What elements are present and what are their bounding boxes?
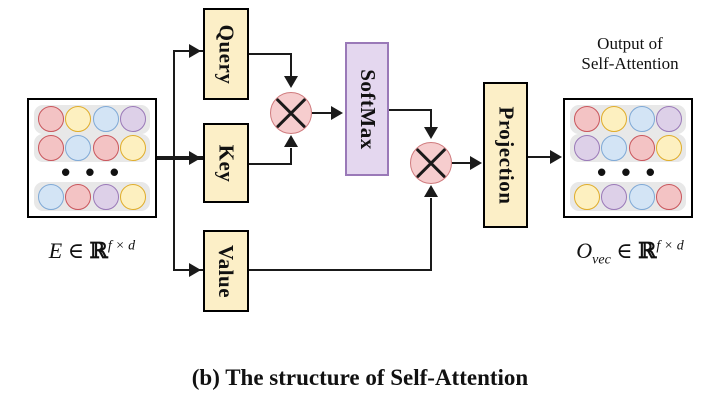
- matrix-cell: [656, 135, 683, 161]
- input-field-symbol: ℝ: [89, 238, 108, 264]
- arrow-key-into-multiply: [284, 135, 298, 147]
- output-membership-operator: ∈: [610, 238, 639, 263]
- matrix-cell: [120, 135, 147, 161]
- connector-multiply-to-softmax: [312, 112, 335, 114]
- matrix-cell: [601, 183, 628, 210]
- block-projection[interactable]: Projection: [483, 82, 528, 228]
- matrix-cell: [120, 106, 147, 133]
- input-exponent: f × d: [107, 238, 136, 254]
- matrix-cell: [65, 106, 92, 133]
- matrix-cell: [601, 106, 628, 133]
- matrix-cell: [37, 135, 64, 161]
- matrix-cell: [601, 135, 628, 161]
- matrix-ellipsis: • • •: [597, 157, 659, 188]
- matrix-row: [570, 105, 686, 134]
- connector-value-up: [430, 198, 432, 270]
- output-heading-line2: Self-Attention: [581, 53, 679, 73]
- matrix-cell: [573, 183, 600, 210]
- connector-softmax-out: [389, 109, 432, 111]
- matrix-row: [34, 133, 150, 163]
- matrix-ellipsis: • • •: [61, 157, 123, 188]
- matrix-row: [34, 105, 150, 134]
- arrow-input-to-key: [189, 151, 201, 165]
- block-projection-label: Projection: [494, 106, 519, 204]
- arrow-into-projection: [470, 156, 482, 170]
- matrix-cell: [65, 135, 92, 161]
- block-softmax[interactable]: SoftMax: [345, 42, 389, 176]
- arrow-into-softmax: [331, 106, 343, 120]
- output-field-symbol: ℝ: [638, 238, 657, 264]
- connector-softmax-down: [430, 109, 432, 129]
- connector-fanout-to-query: [173, 50, 203, 52]
- input-symbol: E: [48, 238, 63, 263]
- arrow-into-query: [189, 44, 201, 58]
- matrix-cell: [628, 106, 655, 133]
- output-symbol: O: [576, 238, 593, 263]
- connector-projection-to-output: [528, 156, 555, 158]
- matrix-cell: [573, 135, 600, 161]
- multiply-query-key: [270, 92, 312, 134]
- matrix-cell: [573, 106, 600, 133]
- output-heading: Output of Self-Attention: [560, 34, 700, 73]
- block-value-label: Value: [214, 244, 239, 298]
- output-subscript: vec: [592, 252, 611, 268]
- connector-key-out: [249, 163, 292, 165]
- arrow-into-output-matrix: [550, 150, 562, 164]
- block-value[interactable]: Value: [203, 230, 249, 312]
- connector-value-out: [249, 269, 432, 271]
- matrix-cell: [120, 183, 147, 210]
- arrow-value-into-multiply: [424, 185, 438, 197]
- arrow-softmax-into-multiply: [424, 127, 438, 139]
- matrix-row: [570, 182, 686, 212]
- arrow-into-value: [189, 263, 201, 277]
- multiply-attention-value: [410, 142, 452, 184]
- input-membership-operator: ∈: [62, 238, 90, 263]
- arrow-query-into-multiply: [284, 76, 298, 88]
- matrix-cell: [628, 135, 655, 161]
- output-exponent: f × d: [656, 238, 684, 254]
- block-query[interactable]: Query: [203, 8, 249, 100]
- output-vector-matrix: • • •: [563, 98, 693, 218]
- connector-query-out: [249, 53, 292, 55]
- matrix-row: [570, 133, 686, 163]
- block-softmax-label: SoftMax: [355, 68, 380, 150]
- matrix-cell: [92, 106, 119, 133]
- matrix-cell: [37, 106, 64, 133]
- matrix-cell: [92, 183, 119, 210]
- connector-fanout-to-value: [173, 269, 203, 271]
- matrix-cell: [628, 183, 655, 210]
- output-matrix-label: Ovec ∈ ℝf × d: [555, 238, 705, 268]
- block-key[interactable]: Key: [203, 123, 249, 203]
- matrix-cell: [92, 135, 119, 161]
- input-matrix-label: E ∈ ℝf × d: [27, 238, 157, 264]
- output-heading-line1: Output of: [597, 34, 663, 53]
- matrix-cell: [656, 183, 683, 210]
- block-query-label: Query: [214, 24, 239, 84]
- matrix-cell: [65, 183, 92, 210]
- figure-caption: (b) The structure of Self-Attention: [191, 365, 529, 390]
- connector-query-down: [290, 53, 292, 79]
- block-key-label: Key: [214, 144, 239, 182]
- connector-input-trunk: [157, 156, 203, 160]
- input-embedding-matrix: • • •: [27, 98, 157, 218]
- connector-fanout-vertical: [173, 50, 175, 270]
- matrix-cell: [37, 183, 64, 210]
- connector-multiply-to-projection: [452, 162, 474, 164]
- matrix-row: [34, 182, 150, 212]
- matrix-cell: [656, 106, 683, 133]
- connector-key-up: [290, 148, 292, 165]
